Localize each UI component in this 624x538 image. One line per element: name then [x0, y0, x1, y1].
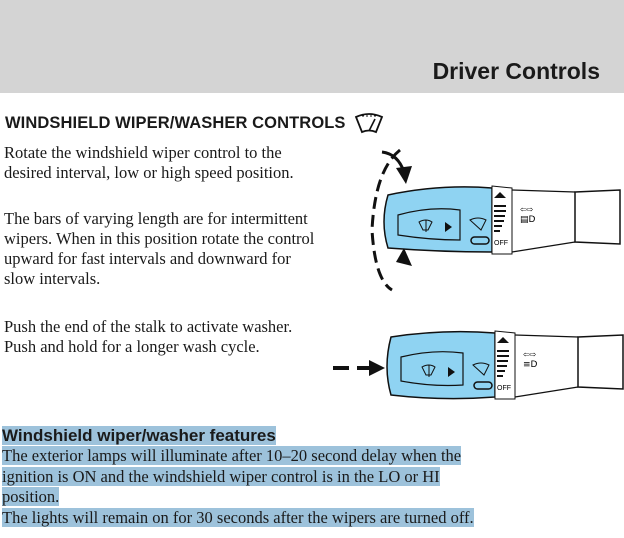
header-band: [0, 0, 624, 93]
turn-signal-icon: ⇦⇨: [523, 350, 537, 359]
stalk-bottom: OFF ⇦⇨ ≡D: [333, 330, 624, 400]
wiper-stalk-diagram: OFF ⇦⇨ ▤D OFF ⇦⇨ ≡D: [333, 148, 624, 400]
paragraph-washer: Push the end of the stalk to activate wa…: [4, 317, 293, 356]
paragraph-rotate: Rotate the windshield wiper control to t…: [4, 143, 294, 182]
page-header-title: Driver Controls: [432, 58, 600, 84]
push-arrow: [369, 360, 385, 376]
turn-signal-icon: ⇦⇨: [520, 205, 534, 214]
off-label-bottom: OFF: [497, 385, 511, 392]
off-label-top: OFF: [494, 240, 508, 247]
paragraph-intermittent: The bars of varying length are for inter…: [4, 209, 315, 288]
features-line: The exterior lamps will illuminate after…: [2, 446, 462, 465]
features-line: position.: [2, 487, 60, 506]
features-line: The lights will remain on for 30 seconds…: [2, 507, 474, 527]
section-title-text: WINDSHIELD WIPER/WASHER CONTROLS: [5, 113, 346, 132]
section-title: WINDSHIELD WIPER/WASHER CONTROLS: [5, 112, 384, 134]
headlamp-icon: ≡D: [523, 360, 538, 370]
rotate-arrows: [370, 148, 412, 292]
features-title: Windshield wiper/washer features: [2, 426, 276, 445]
features-highlight: Windshield wiper/washer features The ext…: [2, 426, 614, 528]
features-line: ignition is ON and the windshield wiper …: [2, 466, 440, 486]
headlamp-icon: ▤D: [520, 215, 536, 225]
stalk-top: OFF ⇦⇨ ▤D: [383, 185, 621, 255]
windshield-wiper-icon: [354, 113, 383, 134]
